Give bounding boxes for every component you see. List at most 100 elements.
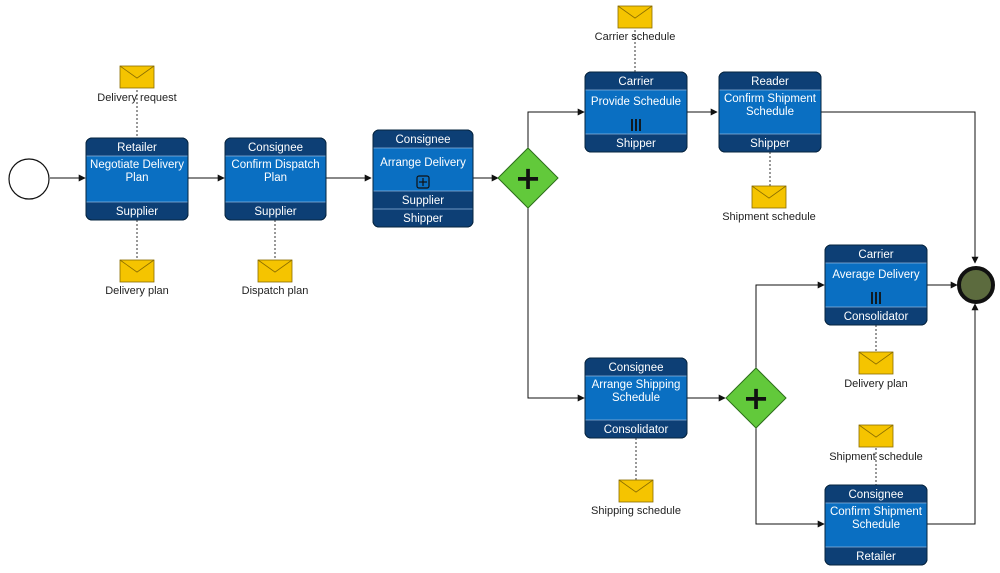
task-bands [225,138,326,220]
participant-band [719,134,821,152]
message-delivery-request[interactable]: Delivery request [97,65,177,104]
task-name-label: Average Delivery [832,269,920,281]
message-shipping-schedule[interactable]: Shipping schedule [591,479,681,517]
envelope-icon [119,65,155,89]
parallel-multi-instance-icon [871,292,881,304]
message-label: Carrier schedule [595,31,676,43]
task-bands [825,245,927,325]
flow-gateway-2-to-average-delivery [755,281,825,368]
task-name-label: Plan [125,172,148,184]
gateway-plus-icon: + [743,379,770,417]
initiator-band [86,138,188,156]
message-label: Delivery plan [844,378,908,390]
gateway-diamond [725,367,787,429]
task-initiator-label: Consignee [609,362,664,374]
task-border [584,71,688,153]
participant-band [373,209,473,227]
flow-gateway-1-to-provide-schedule [527,108,585,148]
task-participant-label: Supplier [254,206,296,218]
message-shipment-schedule-1[interactable]: Shipment schedule [722,185,816,223]
task-name-label: Schedule [852,519,900,531]
gateway-plus-icon: + [515,159,542,197]
initiator-band [373,130,473,148]
message-carrier-schedule[interactable]: Carrier schedule [595,5,676,43]
task-name-label: Provide Schedule [591,96,681,108]
message-delivery-plan-2[interactable]: Delivery plan [844,351,908,390]
task-name-label: Plan [264,172,287,184]
task-participant-label: Shipper [616,138,656,150]
task-initiator-label: Retailer [117,142,157,154]
gateway-parallel-split-2[interactable]: + [725,367,787,429]
initiator-band [825,245,927,263]
flow-gateway-1-to-arrange-shipping [527,208,585,402]
task-border [85,137,189,221]
envelope-icon [858,424,894,448]
task-initiator-label: Consignee [396,134,451,146]
gateway-diamond [497,147,559,209]
initiator-band [225,138,326,156]
start-event[interactable] [8,158,50,200]
task-participant-label: Shipper [403,213,443,225]
task-participant-label: Consolidator [844,311,909,323]
flow-gateway-2-to-confirm-shipment-2 [755,428,825,528]
task-bands [825,485,927,565]
participant-band [225,202,326,220]
task-participant-label: Supplier [402,195,444,207]
task-name-label: Confirm Shipment [724,93,817,105]
flow-confirm-shipment-to-end [821,111,979,264]
envelope-icon [119,259,155,283]
envelope-icon [617,5,653,29]
envelope-icon [257,259,293,283]
message-label: Delivery plan [105,285,169,297]
task-border [224,137,327,221]
envelope-icon [751,185,787,209]
task-bands [585,358,687,438]
task-initiator-label: Carrier [618,76,653,88]
gateway-parallel-split-1[interactable]: + [497,147,559,209]
task-initiator-label: Carrier [858,249,893,261]
message-associations [136,30,877,485]
participant-band [825,307,927,325]
message-shipment-schedule-2[interactable]: Shipment schedule [829,424,923,463]
initiator-band [585,358,687,376]
subprocess-expand-icon [416,175,430,189]
end-event[interactable] [957,266,995,304]
initiator-band [719,72,821,90]
task-participant-label: Retailer [856,551,896,563]
task-border [372,129,474,228]
task-name-label: Schedule [612,392,660,404]
parallel-multi-instance-icon [631,119,641,131]
message-delivery-plan-1[interactable]: Delivery plan [105,259,169,297]
task-bands [373,130,473,227]
message-label: Shipment schedule [722,211,816,223]
task-name-label: Arrange Shipping [592,379,681,391]
message-label: Shipment schedule [829,451,923,463]
task-bands [719,72,821,152]
envelope-icon [858,351,894,375]
task-name-label: Arrange Delivery [380,157,466,169]
participant-band [373,191,473,209]
task-participant-label: Consolidator [604,424,669,436]
participant-band [585,420,687,438]
sequence-flows [50,108,979,528]
envelope-icon [618,479,654,503]
participant-band [825,547,927,565]
flow-confirm-shipment-2-to-end [927,303,979,525]
message-dispatch-plan[interactable]: Dispatch plan [242,259,309,297]
task-initiator-label: Consignee [849,489,904,501]
task-participant-label: Supplier [116,206,158,218]
message-label: Shipping schedule [591,505,681,517]
task-initiator-label: Reader [751,76,789,88]
participant-band [585,134,687,152]
